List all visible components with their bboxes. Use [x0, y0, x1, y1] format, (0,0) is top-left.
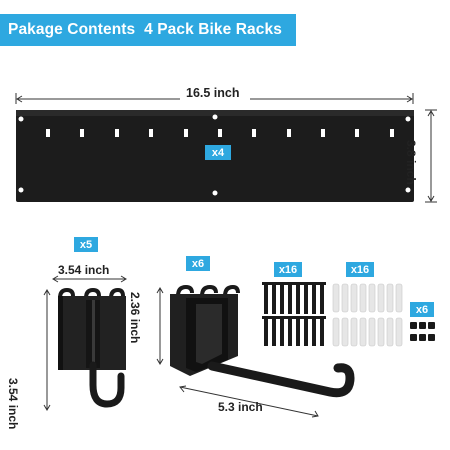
large-hook-length-label: 5.3 inch [218, 400, 263, 414]
small-hook-width-dimension [52, 275, 127, 283]
small-hook-qty-badge: x5 [74, 237, 98, 252]
nuts-qty-text: x6 [415, 303, 429, 316]
screw-row-bottom [262, 316, 326, 346]
small-hook-qty-text: x5 [79, 238, 93, 251]
rail-qty-text: x4 [211, 146, 225, 159]
rail-qty-badge: x4 [205, 145, 231, 160]
large-hook-height-label: 2.36 inch [128, 292, 142, 344]
anchors-qty-text: x16 [350, 263, 370, 276]
anchors-qty-badge: x16 [346, 262, 374, 277]
small-hook-width-label: 3.54 inch [58, 263, 110, 277]
screws-qty-badge: x16 [274, 262, 302, 277]
rail-width-label: 16.5 inch [186, 86, 240, 100]
large-hook-qty-text: x6 [191, 257, 205, 270]
screws [262, 282, 326, 346]
wall-anchors [332, 283, 403, 347]
large-hook-height-dimension [156, 287, 164, 365]
nuts-qty-badge: x6 [410, 302, 434, 317]
title-banner: Pakage Contents 4 Pack Bike Racks [0, 14, 296, 46]
large-hook-length-dimension [179, 385, 319, 418]
title-text: Pakage Contents 4 Pack Bike Racks [8, 21, 282, 38]
large-hook [170, 284, 355, 398]
screws-qty-text: x16 [278, 263, 298, 276]
rail-width-dimension [15, 93, 414, 104]
rail-height-dimension [425, 109, 437, 203]
small-hook-height-label: 3.54 inch [6, 378, 20, 430]
anchor-row-bottom [332, 317, 403, 347]
small-hook-height-dimension [43, 289, 51, 411]
nuts [410, 322, 435, 341]
small-hook [58, 287, 126, 408]
screw-row-top [262, 282, 326, 314]
rail-height-label: 3.8 inch [404, 140, 418, 185]
anchor-row-top [332, 283, 403, 313]
large-hook-qty-badge: x6 [186, 256, 210, 271]
